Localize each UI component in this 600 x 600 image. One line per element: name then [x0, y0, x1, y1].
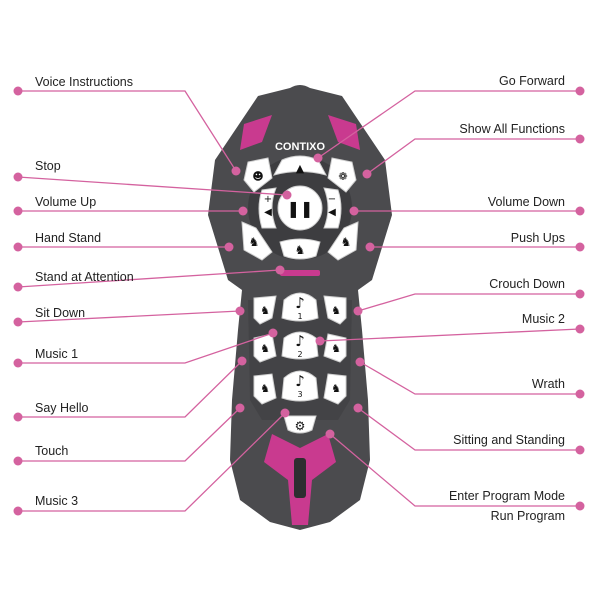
- label-wrath: Wrath: [531, 377, 565, 391]
- hand-stand-icon: ♞: [249, 235, 260, 249]
- label-enter-program-mode: Enter Program Mode: [448, 489, 565, 503]
- touch-button[interactable]: [253, 373, 277, 405]
- show-all-functions-button[interactable]: [327, 157, 357, 193]
- music-1-number: 1: [297, 312, 302, 321]
- arrow-up-icon: ▲: [296, 162, 305, 175]
- music-2-number: 2: [297, 350, 302, 359]
- label-show-all-functions: Show All Functions: [459, 122, 565, 136]
- label-stand-at-attention: Stand at Attention: [35, 270, 134, 284]
- label-run-program: Run Program: [490, 509, 565, 523]
- dog-icon: ♞: [295, 243, 306, 257]
- hello-icon: ♞: [260, 342, 270, 355]
- pink-trim-right: [328, 115, 360, 150]
- sitting-standing-button[interactable]: [323, 373, 347, 405]
- touch-icon: ♞: [260, 382, 270, 395]
- push-ups-button[interactable]: [327, 221, 359, 261]
- label-sitting-and-standing: Sitting and Standing: [453, 433, 565, 447]
- push-ups-icon: ♞: [341, 235, 352, 249]
- music-3-button[interactable]: [281, 370, 319, 402]
- film-reel-icon: ❁: [338, 170, 347, 183]
- volume-down-button[interactable]: [323, 187, 342, 229]
- pink-trim-middle: [280, 270, 320, 276]
- music-note-icon: ♪: [295, 372, 305, 390]
- speaker-down-icon: ◀: [328, 207, 336, 218]
- voice-instructions-button[interactable]: [243, 157, 273, 193]
- sit-icon: ♞: [260, 304, 270, 317]
- gear-icon: ⚙: [295, 419, 306, 433]
- label-music-1: Music 1: [35, 347, 79, 361]
- speaker-up-icon: ◀: [264, 207, 272, 218]
- music-note-icon: ♪: [295, 332, 305, 350]
- label-push-ups: Push Ups: [510, 231, 565, 245]
- wrath-icon: ♞: [331, 342, 341, 355]
- contixo-logo: CONTIXO: [275, 141, 326, 153]
- label-crouch-down: Crouch Down: [489, 277, 565, 291]
- label-stop: Stop: [35, 159, 61, 173]
- music-note-icon: ♪: [295, 294, 305, 312]
- label-music-2: Music 2: [521, 312, 565, 326]
- go-forward-button[interactable]: [273, 155, 327, 176]
- voice-head-icon: ☻: [252, 170, 263, 183]
- music-1-button[interactable]: [281, 292, 319, 322]
- pink-trim-left: [240, 115, 272, 150]
- hand-stand-button[interactable]: [241, 221, 273, 261]
- callout-dots: [13, 86, 585, 516]
- program-mode-button[interactable]: [283, 415, 317, 434]
- label-volume-down: Volume Down: [487, 195, 565, 209]
- volume-up-button[interactable]: [258, 187, 277, 229]
- label-sit-down: Sit Down: [35, 306, 86, 320]
- callout-lines: [17, 90, 581, 512]
- label-say-hello: Say Hello: [35, 401, 89, 415]
- sitting-icon: ♞: [331, 382, 341, 395]
- label-voice-instructions: Voice Instructions: [35, 75, 133, 89]
- sit-down-button[interactable]: [253, 295, 277, 325]
- label-go-forward: Go Forward: [499, 74, 565, 88]
- label-touch: Touch: [35, 444, 69, 458]
- minus-sign: −: [328, 194, 336, 205]
- say-hello-dog-button[interactable]: [279, 238, 321, 260]
- label-volume-up: Volume Up: [35, 195, 97, 209]
- crouch-icon: ♞: [331, 304, 341, 317]
- plus-sign: +: [264, 194, 272, 205]
- crouch-down-button[interactable]: [323, 295, 347, 325]
- music-2-button[interactable]: [281, 331, 319, 360]
- label-hand-stand: Hand Stand: [35, 231, 102, 245]
- music-3-number: 3: [297, 390, 302, 399]
- label-music-3: Music 3: [35, 494, 79, 508]
- pause-icon: ❚❚: [287, 199, 314, 218]
